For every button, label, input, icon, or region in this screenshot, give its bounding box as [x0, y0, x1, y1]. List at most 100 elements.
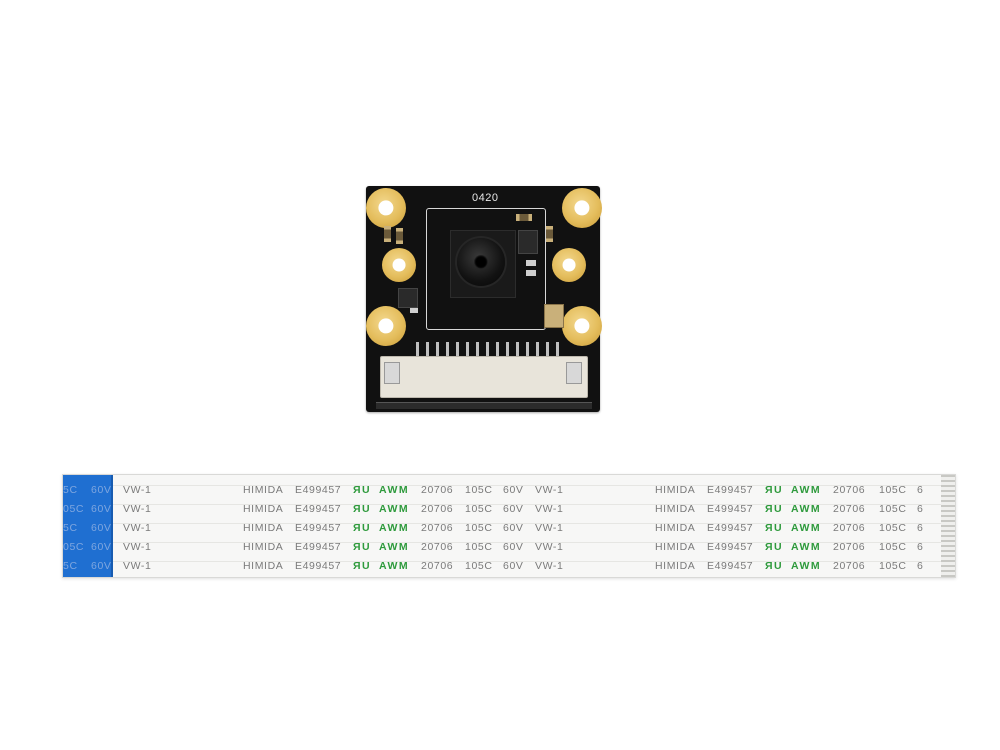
connector-pin [506, 342, 509, 358]
board-label: 0420 [472, 192, 499, 204]
print-text: VW-1 [123, 541, 152, 553]
ul-mark-icon: ЯU [353, 560, 372, 572]
print-text: 105C [465, 522, 493, 534]
connector-pin [486, 342, 489, 358]
connector-pin [436, 342, 439, 358]
print-text: 60V [503, 484, 524, 496]
smd-component-2 [526, 270, 536, 276]
connector-bar [376, 402, 592, 409]
print-text: HIMIDA [655, 484, 696, 496]
print-text: VW-1 [535, 541, 564, 553]
print-text: E499457 [295, 522, 342, 534]
print-text: 20706 [421, 522, 454, 534]
print-text: 20706 [833, 522, 866, 534]
print-text: VW-1 [535, 484, 564, 496]
mounting-hole-bottom-left [366, 306, 406, 346]
print-text: 20706 [421, 541, 454, 553]
print-text: HIMIDA [655, 503, 696, 515]
print-text: VW-1 [123, 522, 152, 534]
cable-stripe [63, 523, 955, 524]
print-text: 05C [63, 503, 85, 515]
connector-pin [546, 342, 549, 358]
print-text: AWM [379, 503, 410, 515]
print-text: 6 [917, 560, 924, 572]
print-text: 60V [503, 503, 524, 515]
print-text: VW-1 [123, 503, 152, 515]
chip-lower-right [544, 304, 564, 328]
print-text: E499457 [707, 522, 754, 534]
ul-mark-icon: ЯU [765, 522, 784, 534]
print-text: VW-1 [123, 484, 152, 496]
mounting-hole-bottom-right [562, 306, 602, 346]
ul-mark-icon: ЯU [353, 522, 372, 534]
smd-component-3 [410, 308, 418, 313]
connector-pin [456, 342, 459, 358]
connector-pin [536, 342, 539, 358]
print-text: E499457 [707, 541, 754, 553]
print-text: 105C [879, 503, 907, 515]
cable-contact-end [941, 475, 955, 577]
ul-mark-icon: ЯU [765, 484, 784, 496]
print-text: 5C [63, 560, 78, 572]
ul-mark-icon: ЯU [353, 541, 372, 553]
connector-pin [516, 342, 519, 358]
print-text: 105C [879, 484, 907, 496]
print-text: E499457 [295, 541, 342, 553]
ribbon-connector [380, 356, 588, 398]
print-text: 105C [879, 522, 907, 534]
connector-pin [526, 342, 529, 358]
capacitor-2 [546, 226, 553, 242]
ribbon-cable: 5C 60V VW-1 HIMIDA E499457 ЯU AWM 20706 … [62, 474, 956, 578]
print-text: 20706 [833, 503, 866, 515]
connector-latch-right [566, 362, 582, 384]
connector-pin [476, 342, 479, 358]
print-text: E499457 [295, 484, 342, 496]
smd-component-1 [526, 260, 536, 266]
print-text: 6 [917, 484, 924, 496]
print-text: E499457 [295, 503, 342, 515]
ul-mark-icon: ЯU [765, 541, 784, 553]
cable-stiffener-tip [63, 475, 111, 577]
silkscreen-frame [426, 208, 546, 330]
print-text: 105C [879, 560, 907, 572]
print-text: HIMIDA [655, 560, 696, 572]
print-text: AWM [379, 541, 410, 553]
print-text: VW-1 [535, 503, 564, 515]
print-text: 105C [465, 503, 493, 515]
print-text: 60V [91, 484, 112, 496]
cable-stripe [63, 561, 955, 562]
capacitor-4 [396, 228, 403, 244]
camera-board: 0420 [366, 186, 602, 412]
print-text: 60V [503, 522, 524, 534]
ul-mark-icon: ЯU [353, 484, 372, 496]
connector-pin [556, 342, 559, 358]
print-text: HIMIDA [243, 484, 284, 496]
chip-right [518, 230, 538, 254]
print-text: 105C [879, 541, 907, 553]
print-text: 5C [63, 522, 78, 534]
print-text: 20706 [833, 541, 866, 553]
print-text: 60V [91, 541, 112, 553]
print-text: 60V [91, 522, 112, 534]
print-text: 6 [917, 541, 924, 553]
print-text: 60V [503, 560, 524, 572]
mounting-hole-mid-left [382, 248, 416, 282]
connector-pin [496, 342, 499, 358]
mounting-hole-top-right [562, 188, 602, 228]
print-text: 6 [917, 522, 924, 534]
print-text: E499457 [707, 503, 754, 515]
connector-latch-left [384, 362, 400, 384]
print-text: HIMIDA [655, 541, 696, 553]
print-text: AWM [791, 503, 822, 515]
mounting-hole-mid-right [552, 248, 586, 282]
print-text: VW-1 [535, 560, 564, 572]
connector-pin [466, 342, 469, 358]
print-text: AWM [791, 541, 822, 553]
print-text: E499457 [707, 560, 754, 572]
print-text: AWM [791, 484, 822, 496]
print-text: 6 [917, 503, 924, 515]
mounting-hole-top-left [366, 188, 406, 228]
cable-stripe [63, 504, 955, 505]
ul-mark-icon: ЯU [765, 560, 784, 572]
print-text: 20706 [833, 484, 866, 496]
